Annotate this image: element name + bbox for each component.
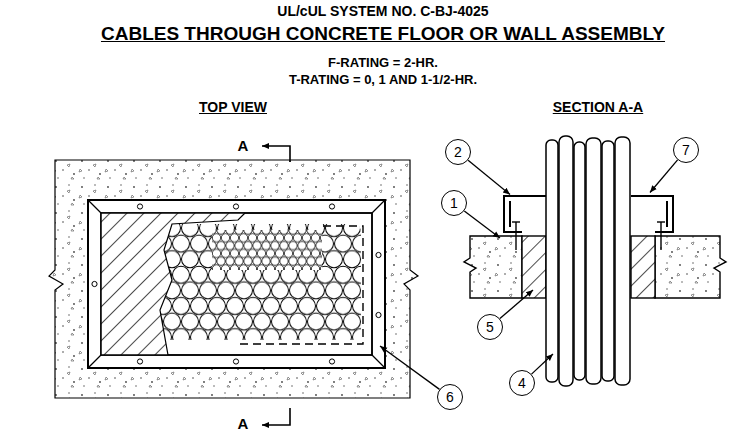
- frame-screws: [92, 204, 381, 364]
- callout-circle: 6: [437, 384, 463, 410]
- concrete-slab: [655, 236, 726, 298]
- callout-number: 2: [454, 145, 462, 159]
- section-mark: A: [238, 416, 249, 431]
- steel-frame: [504, 196, 673, 232]
- callout-number: 1: [450, 196, 458, 210]
- view-heading: SECTION A-A: [553, 100, 643, 114]
- anchor-bolts: [512, 222, 665, 250]
- top-view: [49, 160, 418, 398]
- steel-frame: [88, 200, 385, 368]
- system-number: UL/cUL SYSTEM NO. C-BJ-4025: [277, 4, 488, 18]
- callout-circle: 2: [445, 139, 471, 165]
- cables: [546, 136, 630, 386]
- section-arrows: [262, 146, 290, 425]
- rating-note: F-RATING = 2-HR.: [328, 56, 438, 69]
- callout-circle: 1: [441, 190, 467, 216]
- rating-note: T-RATING = 0, 1 AND 1-1/2-HR.: [289, 73, 477, 86]
- section-view: [464, 136, 726, 386]
- callout-circle: 7: [673, 137, 699, 163]
- concrete-slab: [464, 236, 522, 298]
- callout-circle: 5: [477, 314, 503, 340]
- packing-material: [631, 236, 655, 298]
- hidden-edge: [240, 226, 363, 344]
- section-mark: A: [238, 138, 249, 153]
- callout-number: 4: [518, 376, 526, 390]
- concrete-slab: [49, 160, 418, 398]
- view-heading: TOP VIEW: [199, 100, 267, 114]
- callout-number: 6: [446, 390, 454, 404]
- frame-inner-edge: [101, 213, 372, 355]
- callout-circle: 4: [509, 370, 535, 396]
- packing-material: [522, 236, 546, 298]
- callout-number: 5: [486, 320, 494, 334]
- title: CABLES THROUGH CONCRETE FLOOR OR WALL AS…: [101, 24, 665, 43]
- leader-lines: [380, 160, 678, 390]
- fill-material-cutaway: [101, 213, 245, 355]
- callout-number: 7: [682, 143, 690, 157]
